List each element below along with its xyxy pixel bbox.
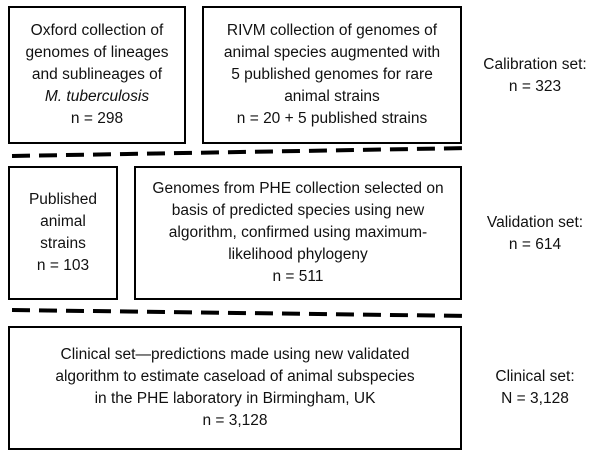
set-label: Validation set: (486, 214, 584, 231)
box-line: basis of predicted species using new (171, 202, 425, 219)
dashed-divider-top (11, 146, 471, 158)
box-line: M. tuberculosis (44, 88, 150, 105)
box-line: Published (28, 191, 98, 208)
set-label: Clinical set: (495, 368, 575, 385)
set-count: n = 323 (508, 78, 562, 95)
box-line: RIVM collection of genomes of (226, 22, 438, 39)
phe-collection-box: Genomes from PHE collection selected on … (134, 166, 462, 300)
box-line: 5 published genomes for rare (231, 66, 433, 83)
box-line: strains (40, 235, 86, 252)
box-line: algorithm, confirmed using maximum- (168, 224, 428, 241)
box-count: n = 511 (272, 268, 324, 285)
clinical-set-label: Clinical set: N = 3,128 (470, 366, 600, 410)
clinical-set-box: Clinical set—predictions made using new … (8, 326, 462, 450)
set-count: n = 614 (508, 236, 562, 253)
box-line: animal (40, 213, 86, 230)
box-line: animal species augmented with (223, 44, 441, 61)
box-count: n = 298 (70, 110, 124, 127)
box-line: Clinical set—predictions made using new … (60, 346, 410, 363)
set-count: N = 3,128 (501, 390, 569, 407)
box-line: in the PHE laboratory in Birmingham, UK (94, 390, 376, 407)
published-animal-strains-box: Published animal strains n = 103 (8, 166, 118, 300)
box-count: n = 20 + 5 published strains (236, 110, 428, 127)
box-line: animal strains (284, 88, 380, 105)
box-line: likelihood phylogeny (228, 246, 368, 263)
box-count: n = 3,128 (202, 412, 268, 429)
set-label: Calibration set: (483, 56, 587, 73)
box-line: genomes of lineages (25, 44, 169, 61)
rivm-collection-box: RIVM collection of genomes of animal spe… (202, 6, 462, 144)
box-line: Oxford collection of (30, 22, 164, 39)
validation-set-label: Validation set: n = 614 (470, 212, 600, 256)
oxford-collection-box: Oxford collection of genomes of lineages… (8, 6, 186, 144)
box-line: algorithm to estimate caseload of animal… (55, 368, 415, 385)
dashed-divider-bottom (11, 308, 471, 318)
box-line: and sublineages of (31, 66, 163, 83)
calibration-set-label: Calibration set: n = 323 (470, 54, 600, 98)
box-count: n = 103 (36, 257, 90, 274)
box-line: Genomes from PHE collection selected on (152, 180, 444, 197)
